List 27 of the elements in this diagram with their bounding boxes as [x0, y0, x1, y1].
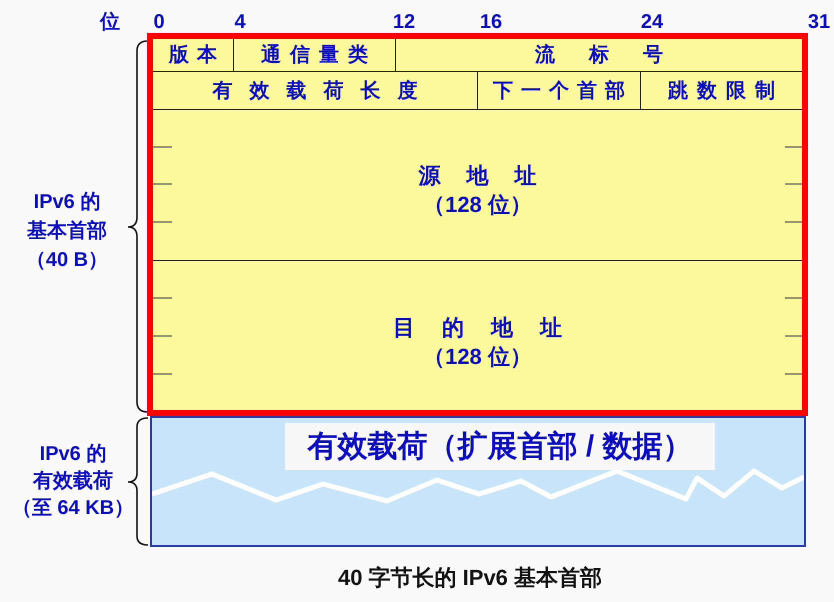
- payload-label: 有效载荷（扩展首部 / 数据）: [285, 423, 715, 470]
- header-field: [153, 72, 478, 110]
- header-field: [478, 72, 641, 110]
- payload-box: [150, 416, 806, 547]
- field-label: （128 位）: [423, 342, 532, 370]
- field-label: 目的地址: [392, 314, 589, 342]
- caption: 40 字节长的 IPv6 基本首部: [338, 564, 602, 592]
- bit-number: 12: [392, 10, 416, 35]
- field-label: 流标号: [534, 42, 697, 68]
- header-frame: [147, 33, 808, 416]
- bit-number: 24: [640, 10, 664, 35]
- field-label: 下一个首部: [492, 78, 633, 104]
- header-field: [234, 39, 396, 72]
- bit-number: 0: [153, 10, 165, 35]
- field-label: 源地址: [417, 162, 562, 190]
- bit-number: 31: [808, 10, 830, 35]
- field-label: 跳数限制: [667, 78, 784, 104]
- field-label: （128 位）: [423, 191, 532, 219]
- unit-label: 位: [100, 10, 120, 35]
- field-label: 有效载荷长度: [211, 78, 434, 104]
- header-field: [153, 39, 234, 72]
- bit-number: 4: [234, 10, 246, 35]
- brace-label: IPv6 的基本首部（40 B）: [25, 190, 109, 273]
- field-label: 版本: [168, 43, 225, 68]
- brace-label: IPv6 的有效载荷（至 64 KB）: [11, 442, 135, 521]
- bit-number: 16: [480, 10, 502, 35]
- field-label: 通信量类: [260, 43, 377, 68]
